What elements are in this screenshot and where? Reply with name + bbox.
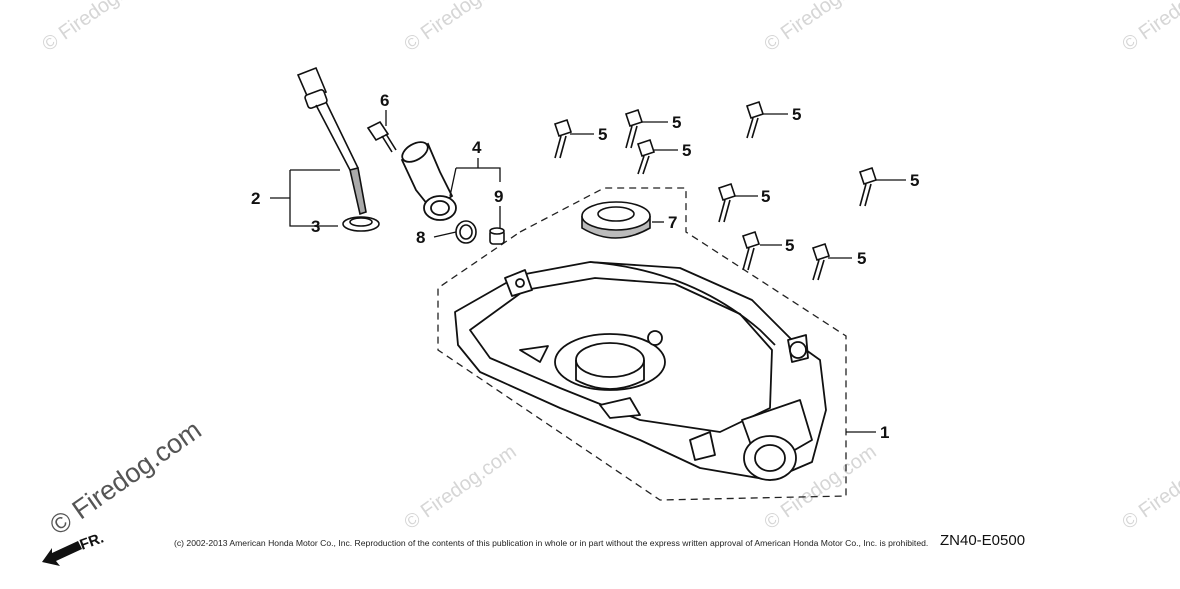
callout-3: 3 bbox=[311, 217, 320, 236]
callout-8: 8 bbox=[416, 228, 425, 247]
diagram-code: ZN40-E0500 bbox=[940, 532, 1026, 549]
callout-5: 5 bbox=[785, 236, 794, 255]
callout-2: 2 bbox=[251, 189, 260, 208]
callout-9: 9 bbox=[494, 187, 503, 206]
callout-4: 4 bbox=[472, 138, 482, 157]
front-direction-label: FR. bbox=[78, 530, 107, 554]
callout-6: 6 bbox=[380, 91, 389, 110]
flange-bolts-part-5 bbox=[553, 100, 878, 281]
filler-elbow-part-4 bbox=[400, 141, 457, 221]
leader-lines bbox=[270, 110, 906, 433]
bolt-part-6 bbox=[366, 120, 397, 153]
collar-part-9 bbox=[489, 227, 505, 245]
watermark-text: © Firedog.com bbox=[1118, 441, 1180, 534]
watermark-text: © Firedog.com bbox=[1118, 0, 1180, 56]
watermark-text: © Firedog.com bbox=[400, 0, 520, 56]
watermark-text: © Firedog.com bbox=[760, 0, 880, 56]
callout-5: 5 bbox=[857, 249, 866, 268]
callout-1: 1 bbox=[880, 423, 889, 442]
oil-seal-part-7 bbox=[581, 201, 651, 239]
o-ring-part-8 bbox=[455, 220, 477, 244]
watermark-text: © Firedog.com bbox=[400, 441, 520, 534]
o-ring-part-3 bbox=[342, 216, 380, 232]
copyright-notice: (c) 2002-2013 American Honda Motor Co., … bbox=[174, 538, 929, 548]
callout-5: 5 bbox=[682, 141, 691, 160]
watermark-text: © Firedog.com bbox=[38, 0, 158, 56]
assembly-dashed-outline bbox=[437, 187, 847, 501]
callout-5: 5 bbox=[910, 171, 919, 190]
dipstick-part-2 bbox=[296, 66, 367, 216]
callout-5: 5 bbox=[598, 125, 607, 144]
callout-7: 7 bbox=[668, 213, 677, 232]
oil-pan-part-1 bbox=[454, 261, 827, 481]
callout-5: 5 bbox=[792, 105, 801, 124]
callout-labels: 1 2 3 4 5 5 5 5 5 5 5 5 6 7 8 9 bbox=[251, 91, 919, 442]
watermark-logo-text: © Firedog.com bbox=[44, 415, 207, 541]
front-direction-arrow: FR. bbox=[42, 530, 106, 566]
callout-5: 5 bbox=[672, 113, 681, 132]
callout-5: 5 bbox=[761, 187, 770, 206]
